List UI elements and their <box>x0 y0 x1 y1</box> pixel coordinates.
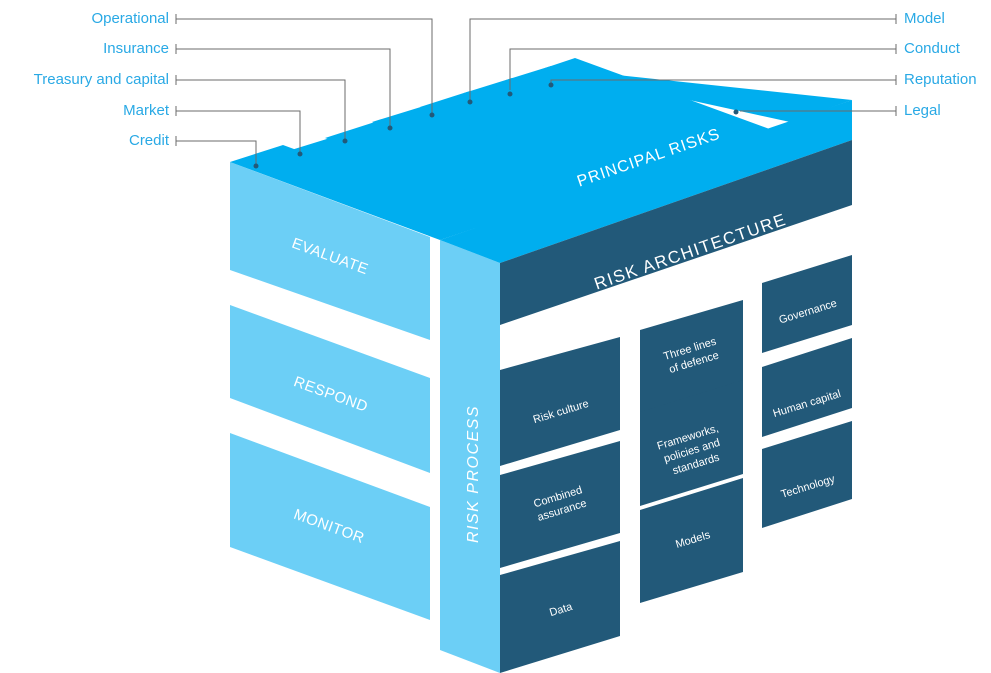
risk-label-reputation: Reputation <box>904 71 977 88</box>
risk-label-operational: Operational <box>91 10 169 27</box>
box-technology <box>762 421 852 528</box>
risk-label-insurance: Insurance <box>103 40 169 57</box>
left-connectors <box>176 18 433 165</box>
stage-respond-panel <box>230 305 430 473</box>
connector-dots <box>253 82 739 169</box>
box-risk-culture <box>500 337 620 466</box>
risk-architecture-face <box>500 140 852 325</box>
box-governance <box>762 255 852 353</box>
risk-label-model: Model <box>904 10 945 27</box>
risk-label-treasury-capital: Treasury and capital <box>33 71 169 88</box>
risk-label-conduct: Conduct <box>904 40 960 57</box>
box-combined-assurance <box>500 441 620 568</box>
stage-evaluate-panel <box>230 162 430 340</box>
principal-risk-stripes <box>230 58 852 240</box>
box-models <box>640 478 743 603</box>
risk-process-title: RISK PROCESS <box>465 404 483 544</box>
risk-label-credit: Credit <box>128 132 169 149</box>
risk-label-market: Market <box>123 102 169 119</box>
stage-monitor-panel <box>230 433 430 620</box>
box-frameworks <box>640 380 743 506</box>
risk-process-column <box>440 240 500 673</box>
architecture-boxes <box>500 255 852 673</box>
box-data <box>500 541 620 673</box>
box-human-capital <box>762 338 852 437</box>
risk-label-legal: Legal <box>904 102 941 119</box>
